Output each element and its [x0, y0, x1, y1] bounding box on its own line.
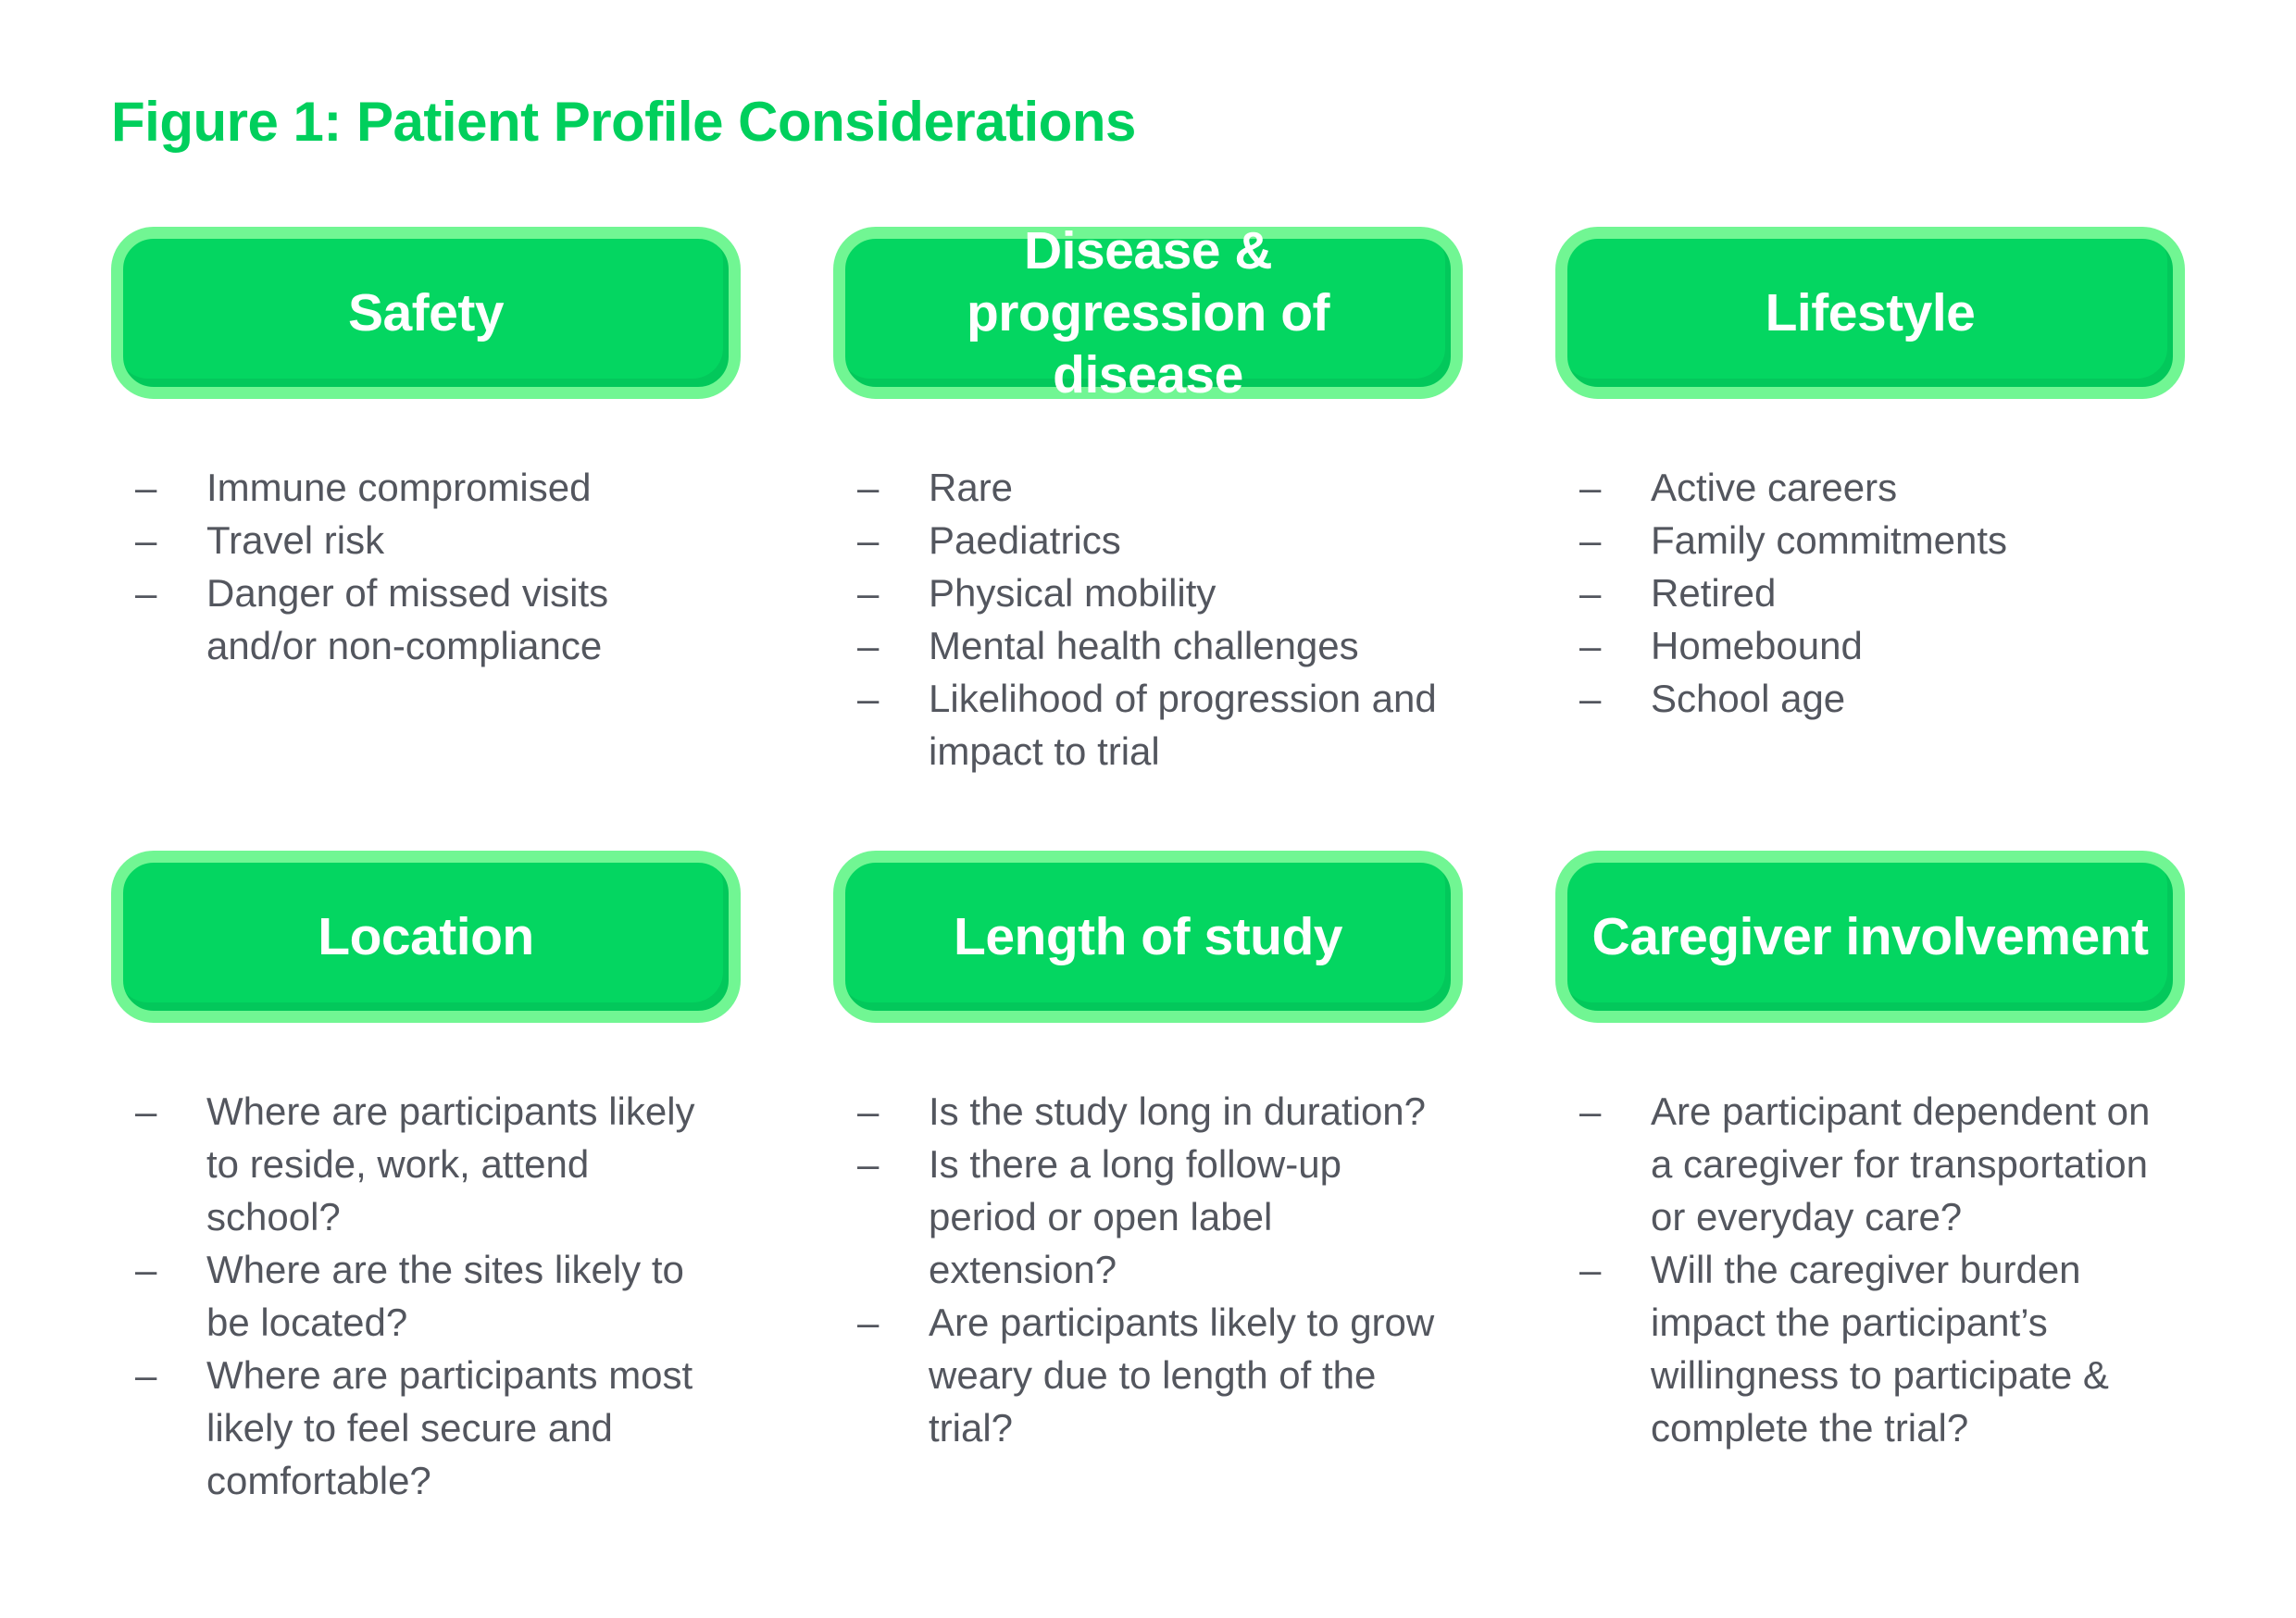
- list-item-text: Are participant dependent on a caregiver…: [1651, 1089, 2151, 1238]
- list-item-text: Danger of missed visits and/or non-compl…: [206, 571, 609, 667]
- cards-grid-row-1: Safety – Immune compromised – Travel risk – Da…: [111, 221, 2185, 778]
- list-item: – Paediatrics: [833, 514, 1463, 566]
- list-item: – Are participant dependent on a caregive…: [1555, 1085, 2185, 1243]
- list-item-text: Where are participants likely to reside,…: [206, 1089, 695, 1238]
- dash-bullet-icon: –: [857, 466, 880, 509]
- dash-bullet-icon: –: [857, 518, 880, 562]
- dash-bullet-icon: –: [135, 1353, 157, 1397]
- list-item-text: Travel risk: [206, 518, 385, 562]
- list-item: – Is the study long in duration?: [833, 1085, 1463, 1138]
- card-header-box: Length of study: [833, 851, 1463, 1023]
- list-item-text: Retired: [1651, 571, 1777, 615]
- dash-bullet-icon: –: [135, 571, 157, 615]
- list-item: – School age: [1555, 672, 2185, 725]
- list-item-text: Rare: [929, 466, 1014, 509]
- dash-bullet-icon: –: [1579, 1248, 1602, 1291]
- list-item: – Are participants likely to grow weary d…: [833, 1296, 1463, 1454]
- dash-bullet-icon: –: [135, 466, 157, 509]
- card-list: – Where are participants likely to reside…: [111, 1085, 741, 1507]
- figure-canvas: Figure 1: Patient Profile Considerations…: [111, 91, 2185, 1507]
- card-list: – Are participant dependent on a caregive…: [1555, 1085, 2185, 1454]
- card-title: Location: [318, 906, 534, 966]
- list-item: – Homebound: [1555, 619, 2185, 672]
- card-header-box: Lifestyle: [1555, 227, 2185, 399]
- list-item: – Rare: [833, 461, 1463, 514]
- card-title: Caregiver involvement: [1591, 906, 2149, 966]
- dash-bullet-icon: –: [1579, 571, 1602, 615]
- dash-bullet-icon: –: [857, 677, 880, 720]
- dash-bullet-icon: –: [135, 1089, 157, 1133]
- cards-grid-row-2: Location – Where are participants likely t…: [111, 851, 2185, 1507]
- list-item-text: Homebound: [1651, 624, 1863, 667]
- card-list: – Rare – Paediatrics – Physical mobility – Ment…: [833, 461, 1463, 778]
- list-item-text: Are participants likely to grow weary du…: [929, 1301, 1435, 1450]
- card: Length of study – Is the study long in dur…: [833, 851, 1463, 1507]
- list-item: – Where are participants most likely to f…: [111, 1349, 741, 1507]
- list-item: – Active careers: [1555, 461, 2185, 514]
- list-item: – Will the caregiver burden impact the pa…: [1555, 1243, 2185, 1454]
- list-item: – Is there a long follow-up period or ope…: [833, 1138, 1463, 1296]
- dash-bullet-icon: –: [857, 571, 880, 615]
- dash-bullet-icon: –: [857, 624, 880, 667]
- card: Safety – Immune compromised – Travel risk – Da…: [111, 227, 741, 778]
- list-item-text: Active careers: [1651, 466, 1898, 509]
- list-item: – Immune compromised: [111, 461, 741, 514]
- list-item: – Family commitments: [1555, 514, 2185, 566]
- list-item: – Mental health challenges: [833, 619, 1463, 672]
- card-header-box: Caregiver involvement: [1555, 851, 2185, 1023]
- card-header-box: Location: [111, 851, 741, 1023]
- list-item-text: Immune compromised: [206, 466, 592, 509]
- list-item-text: Is there a long follow-up period or open…: [929, 1142, 1341, 1291]
- list-item-text: Where are the sites likely to be located…: [206, 1248, 684, 1344]
- card-header-box: Safety: [111, 227, 741, 399]
- card-list: – Is the study long in duration? – Is there…: [833, 1085, 1463, 1454]
- dash-bullet-icon: –: [1579, 466, 1602, 509]
- card: Disease & progression of disease – Rare – Pa…: [833, 221, 1463, 778]
- list-item-text: Is the study long in duration?: [929, 1089, 1427, 1133]
- list-item-text: Physical mobility: [929, 571, 1217, 615]
- list-item: – Danger of missed visits and/or non-comp…: [111, 566, 741, 672]
- card: Lifestyle – Active careers – Family commitme…: [1555, 227, 2185, 778]
- list-item: – Where are participants likely to reside…: [111, 1085, 741, 1243]
- list-item: – Retired: [1555, 566, 2185, 619]
- card-list: – Immune compromised – Travel risk – Danger o…: [111, 461, 741, 672]
- list-item: – Travel risk: [111, 514, 741, 566]
- card-title: Lifestyle: [1765, 282, 1976, 342]
- dash-bullet-icon: –: [135, 1248, 157, 1291]
- list-item-text: Likelihood of progression and impact to …: [929, 677, 1437, 773]
- card-list: – Active careers – Family commitments – Retir…: [1555, 461, 2185, 725]
- dash-bullet-icon: –: [1579, 518, 1602, 562]
- list-item-text: Paediatrics: [929, 518, 1121, 562]
- card: Location – Where are participants likely t…: [111, 851, 741, 1507]
- card-header-box: Disease & progression of disease: [833, 221, 1463, 404]
- dash-bullet-icon: –: [857, 1142, 880, 1186]
- list-item-text: Mental health challenges: [929, 624, 1359, 667]
- list-item-text: Where are participants most likely to fe…: [206, 1353, 693, 1502]
- list-item: – Likelihood of progression and impact to…: [833, 672, 1463, 778]
- card-title: Disease & progression of disease: [966, 220, 1330, 404]
- card-title: Length of study: [954, 906, 1342, 966]
- dash-bullet-icon: –: [1579, 677, 1602, 720]
- dash-bullet-icon: –: [135, 518, 157, 562]
- dash-bullet-icon: –: [857, 1089, 880, 1133]
- list-item-text: Family commitments: [1651, 518, 2008, 562]
- card: Caregiver involvement – Are participant de…: [1555, 851, 2185, 1507]
- dash-bullet-icon: –: [1579, 624, 1602, 667]
- card-title: Safety: [347, 282, 505, 342]
- list-item-text: Will the caregiver burden impact the par…: [1651, 1248, 2109, 1450]
- list-item: – Physical mobility: [833, 566, 1463, 619]
- figure-title: Figure 1: Patient Profile Considerations: [111, 91, 1136, 153]
- dash-bullet-icon: –: [1579, 1089, 1602, 1133]
- dash-bullet-icon: –: [857, 1301, 880, 1344]
- list-item: – Where are the sites likely to be locate…: [111, 1243, 741, 1349]
- list-item-text: School age: [1651, 677, 1846, 720]
